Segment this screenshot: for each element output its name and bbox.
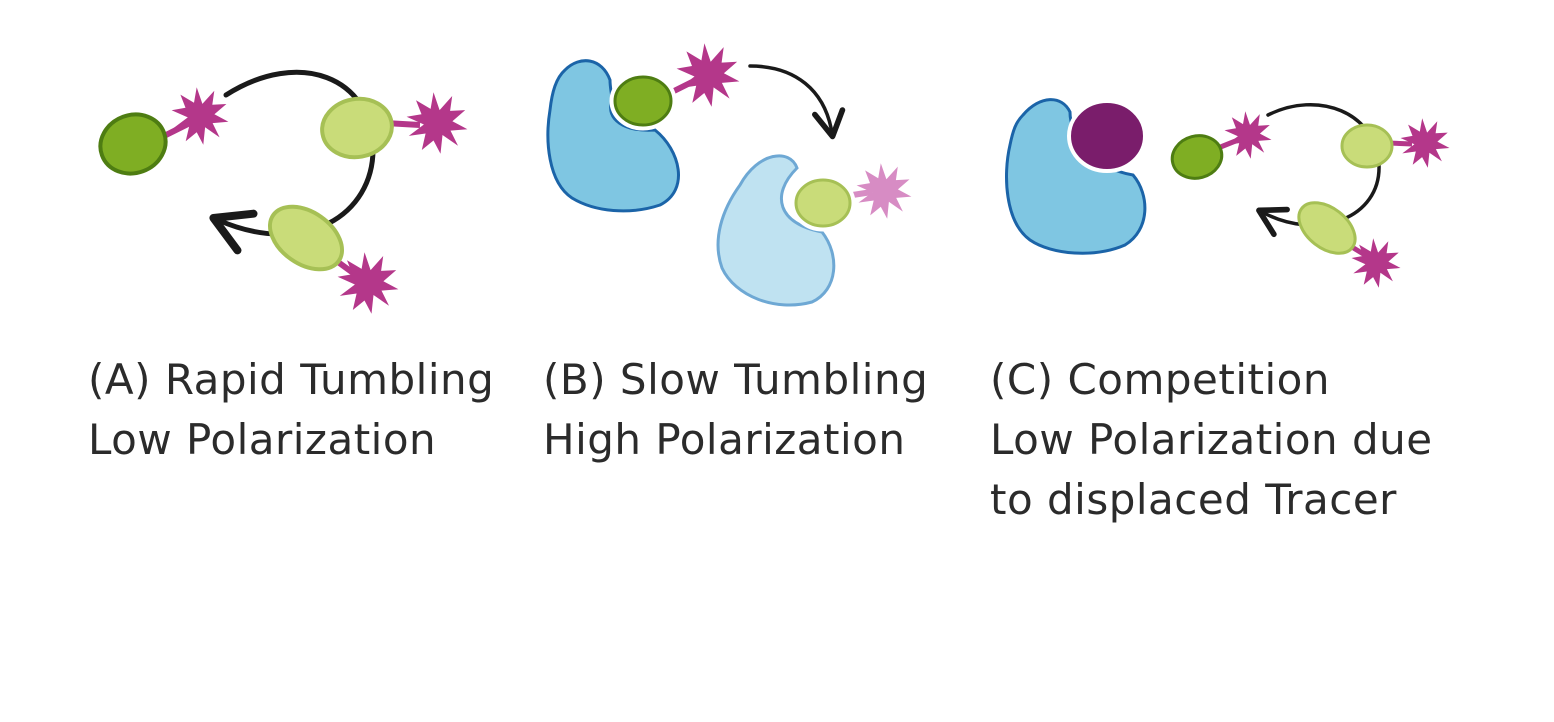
bound-tracer-icon [793, 163, 911, 229]
panel-a-title: (A) Rapid Tumbling [88, 350, 494, 410]
panel-b-subtitle: High Polarization [543, 410, 928, 470]
tracer-icon [1342, 118, 1450, 168]
ligand-icon [258, 194, 353, 282]
fluorophore-icon [338, 252, 399, 314]
panel-c-title: (C) Competition [990, 350, 1433, 410]
ligand-icon [1167, 130, 1226, 184]
panel-a-illustration [92, 72, 467, 314]
fluorophore-icon [1352, 238, 1401, 288]
panel-c-subtitle-continued: to displaced Tracer [990, 470, 1433, 530]
tracer-icon [1289, 193, 1400, 288]
tracer-icon [92, 87, 228, 182]
panel-c-caption: (C) Competition Low Polarization due to … [990, 350, 1433, 530]
panel-b-caption: (B) Slow Tumbling High Polarization [543, 350, 928, 470]
panel-b-illustration [548, 43, 911, 305]
curved-arrow-icon [750, 66, 832, 133]
bound-tracer-icon [612, 43, 739, 128]
ligand-icon [1342, 125, 1392, 167]
fluorophore-icon [677, 43, 740, 107]
ligand-icon [612, 74, 674, 128]
ligand-icon [793, 177, 853, 229]
ligand-icon [1289, 193, 1364, 264]
competitor-icon [1069, 101, 1145, 171]
panel-c-subtitle: Low Polarization due [990, 410, 1433, 470]
tracer-icon [258, 194, 398, 314]
panel-b-title: (B) Slow Tumbling [543, 350, 928, 410]
panel-a-subtitle: Low Polarization [88, 410, 494, 470]
ligand-icon [92, 105, 174, 182]
tracer-icon [317, 92, 467, 162]
fluorophore-icon [1225, 111, 1272, 159]
tracer-icon [1167, 111, 1271, 184]
fluorophore-icon [172, 87, 229, 145]
panel-c-illustration [1007, 100, 1450, 288]
panel-a-caption: (A) Rapid Tumbling Low Polarization [88, 350, 494, 470]
ligand-icon [317, 93, 396, 162]
